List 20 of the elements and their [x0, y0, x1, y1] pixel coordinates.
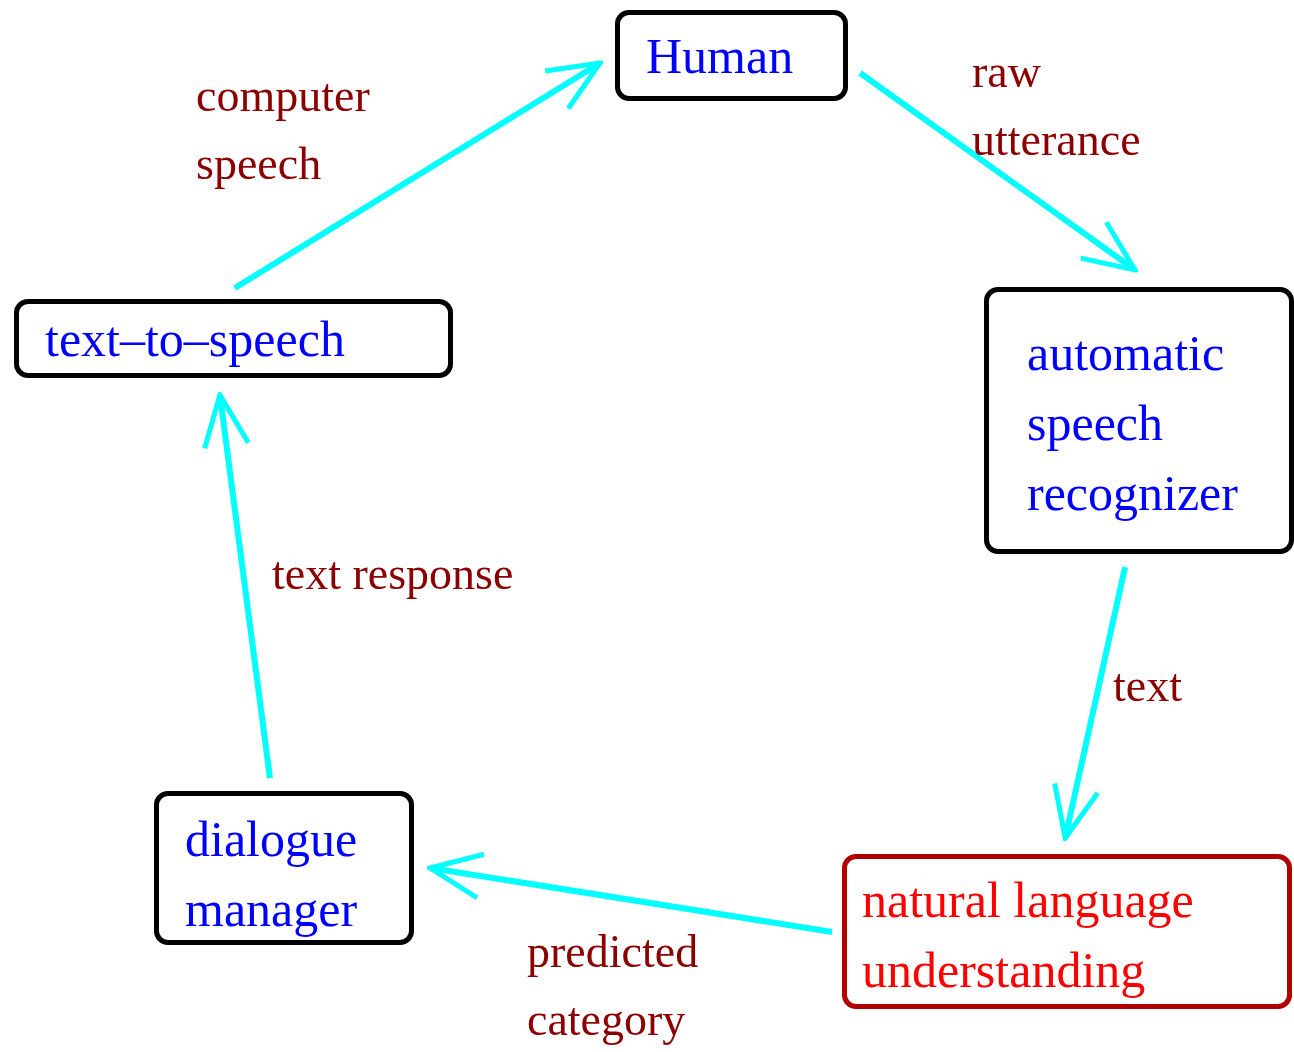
node-label: automatic speech recognizer — [1027, 324, 1239, 523]
node-label: Human — [646, 27, 795, 86]
arrow — [1052, 566, 1128, 841]
node-label: natural language understanding — [862, 871, 1195, 1000]
arrow — [233, 60, 603, 291]
arrow — [427, 851, 833, 935]
process-box — [984, 287, 1294, 554]
edge-label: computer speech — [196, 69, 371, 191]
process-box — [154, 791, 414, 945]
node-label: dialogue manager — [185, 810, 359, 939]
edge-label: text — [1113, 659, 1183, 713]
process-box — [842, 854, 1292, 1009]
edge-label: text response — [272, 547, 515, 601]
edge-label: predicted category — [527, 925, 700, 1047]
node-label: text–to–speech — [45, 310, 346, 369]
arrow — [858, 70, 1138, 273]
arrow — [202, 392, 273, 779]
process-box — [615, 10, 848, 101]
edge-label: raw utterance — [972, 45, 1142, 167]
process-box — [14, 299, 453, 378]
